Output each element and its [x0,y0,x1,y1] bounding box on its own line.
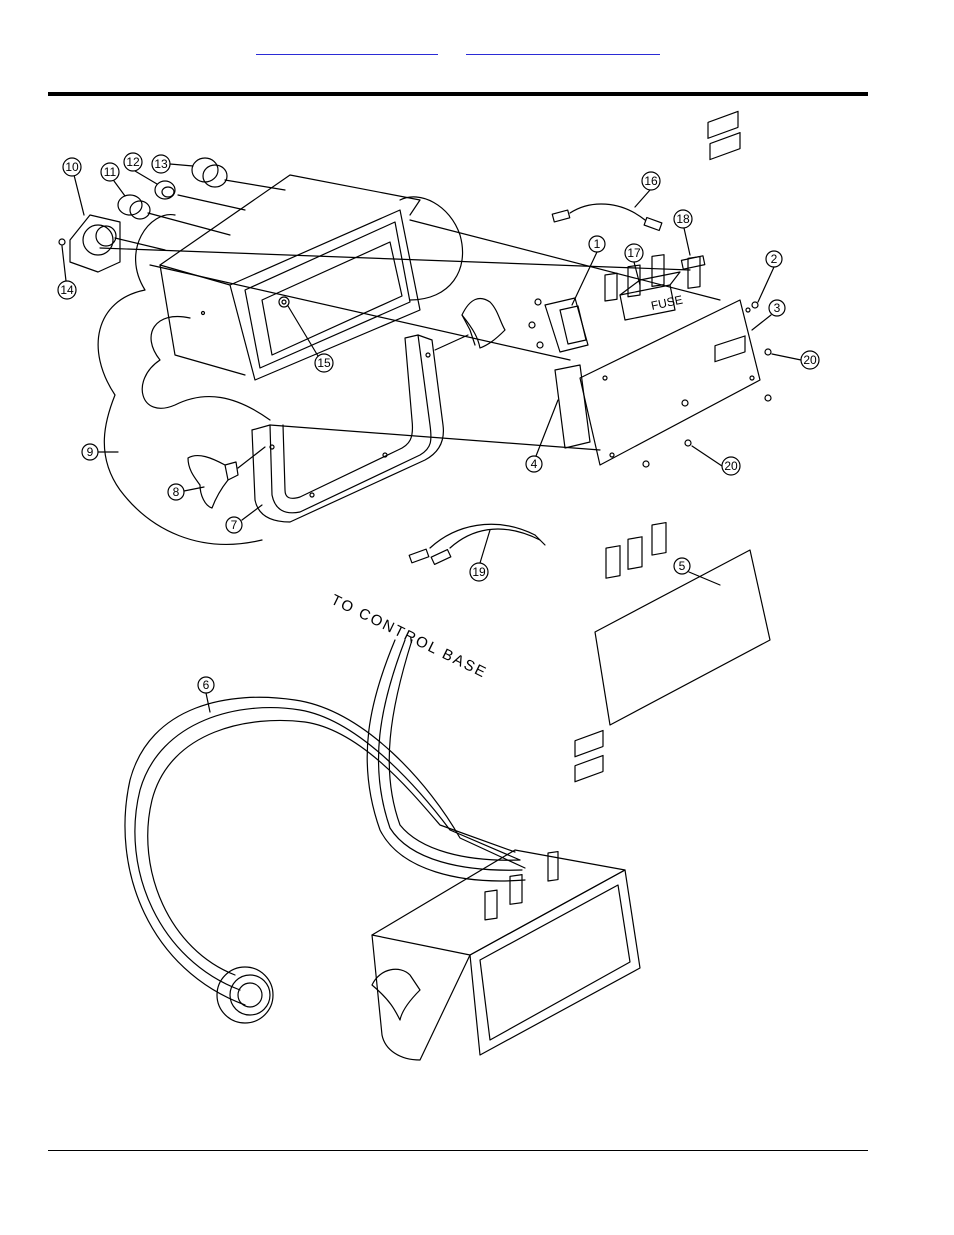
leader-axis-mid [150,265,570,360]
svg-text:11: 11 [104,165,117,179]
callout-20-upper: 20 [772,351,819,369]
svg-text:15: 15 [317,356,331,370]
callout-13: 13 [152,155,193,173]
svg-text:12: 12 [126,155,140,169]
svg-text:7: 7 [231,518,238,532]
assembled-box [372,731,640,1060]
enclosure-box [160,175,420,380]
wire-harness-small [409,524,545,564]
switch-panel [580,111,760,465]
callout-4: 4 [526,400,558,472]
svg-text:1: 1 [594,237,601,251]
svg-text:19: 19 [472,565,486,579]
callout-12: 12 [124,153,157,184]
svg-text:20: 20 [724,459,738,473]
screw-14 [59,239,65,245]
svg-text:13: 13 [154,157,168,171]
u-bracket [252,335,443,522]
svg-text:14: 14 [60,283,74,297]
nut-12 [155,181,245,210]
svg-text:4: 4 [531,457,538,471]
svg-text:10: 10 [65,160,79,174]
knob-right [435,298,505,350]
spare-panel [595,336,770,725]
leader-axis-upper [410,220,720,300]
callout-16: 16 [635,172,660,207]
gasket [555,365,590,448]
callout-5: 5 [674,558,720,585]
svg-text:17: 17 [627,246,641,260]
svg-text:9: 9 [87,445,94,459]
callout-7: 7 [226,505,262,533]
jumper-wire [552,204,662,231]
callout-3: 3 [752,300,785,330]
callout-14: 14 [58,246,76,299]
fuse-label: FUSE [650,293,684,313]
svg-text:5: 5 [679,559,686,573]
svg-text:2: 2 [771,252,778,266]
connector-13 [192,158,285,190]
svg-text:20: 20 [803,353,817,367]
callout-1: 1 [572,236,605,305]
svg-text:16: 16 [644,174,658,188]
callout-18: 18 [674,210,692,255]
fuse [681,256,704,269]
leader-axis-bottom [270,425,600,450]
harness-label: TO CONTROL BASE [328,591,490,682]
rocker-switch [529,298,588,352]
svg-text:8: 8 [173,485,180,499]
callout-20-lower: 20 [692,446,740,475]
callout-10: 10 [63,158,84,215]
callout-19: 19 [470,530,490,581]
svg-text:3: 3 [774,301,781,315]
callout-9: 9 [82,444,118,460]
callout-2: 2 [758,251,782,302]
svg-text:18: 18 [676,212,690,226]
callouts: 1 2 3 4 5 6 7 8 [58,153,819,712]
svg-text:6: 6 [203,678,210,692]
callout-11: 11 [101,163,125,196]
callout-8: 8 [168,484,204,500]
